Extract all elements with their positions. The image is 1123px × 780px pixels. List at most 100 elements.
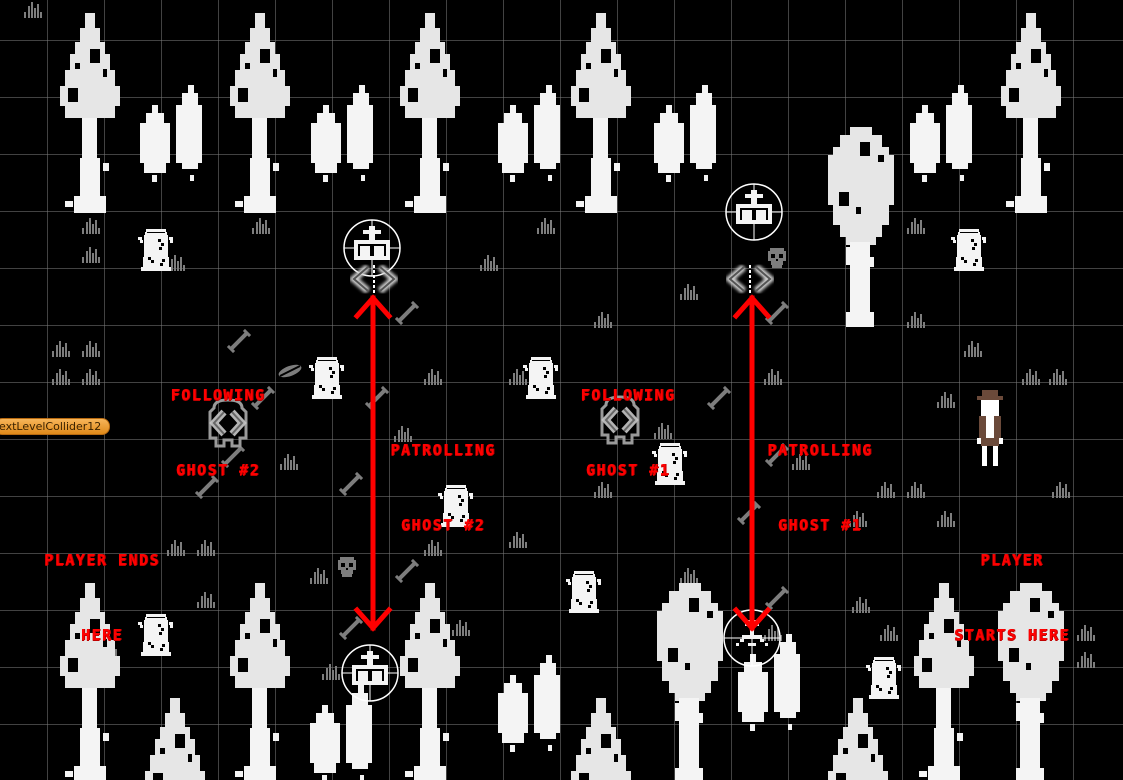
grass-tuft-icon (320, 662, 342, 680)
tombstone[interactable] (138, 614, 174, 656)
bone-icon (364, 385, 390, 411)
tombstone[interactable] (523, 357, 559, 399)
grass-tuft-icon (762, 367, 784, 385)
bush-pair[interactable] (309, 85, 387, 205)
bone-icon (226, 328, 252, 354)
grass-tuft-icon (450, 618, 472, 636)
bone-icon (764, 442, 790, 468)
bone-icon (706, 385, 732, 411)
pine-tree[interactable] (398, 583, 464, 780)
tombstone[interactable] (866, 657, 902, 699)
next-level-collider-tag[interactable]: extLevelCollider12 (0, 418, 111, 435)
grass-tuft-icon (507, 367, 529, 385)
bone-icon (736, 500, 762, 526)
grass-tuft-icon (1075, 650, 1097, 668)
grass-tuft-icon (935, 509, 957, 527)
patrol-ghost-2-path (353, 294, 393, 632)
bush-pair[interactable] (652, 85, 730, 205)
grass-tuft-icon (50, 367, 72, 385)
tombstone[interactable] (438, 485, 474, 527)
tombstone[interactable] (566, 571, 602, 613)
tombstone[interactable] (309, 357, 345, 399)
grass-tuft-icon (478, 253, 500, 271)
round-tree[interactable] (998, 583, 1064, 780)
pine-tree[interactable] (228, 13, 294, 213)
pine-tree[interactable] (58, 13, 124, 213)
grass-tuft-icon (905, 480, 927, 498)
bush-pair[interactable] (138, 85, 216, 205)
grass-tuft-icon (278, 452, 300, 470)
round-tree[interactable] (828, 127, 894, 327)
bone-icon (338, 615, 364, 641)
grass-tuft-icon (392, 424, 414, 442)
grass-tuft-icon (962, 339, 984, 357)
grass-tuft-icon (308, 566, 330, 584)
bone-icon (764, 300, 790, 326)
grass-tuft-icon (535, 216, 557, 234)
grass-tuft-icon (1075, 623, 1097, 641)
grass-tuft-icon (652, 421, 674, 439)
grass-tuft-icon (422, 367, 444, 385)
grass-tuft-icon (1020, 367, 1042, 385)
pine-tree[interactable] (569, 13, 635, 213)
grass-tuft-icon (935, 390, 957, 408)
grass-tuft-icon (850, 595, 872, 613)
pine-tree[interactable] (398, 13, 464, 213)
bush-pair[interactable] (308, 685, 386, 780)
grass-tuft-icon (80, 367, 102, 385)
grass-tuft-icon (50, 339, 72, 357)
grass-tuft-icon (195, 590, 217, 608)
pine-tree[interactable] (999, 13, 1065, 213)
grass-tuft-icon (80, 245, 102, 263)
patrol-ghost-gizmo-icon[interactable] (346, 261, 402, 297)
grass-tuft-icon (250, 216, 272, 234)
bone-icon (394, 300, 420, 326)
grass-tuft-icon (22, 0, 44, 18)
skull-icon (766, 248, 788, 270)
bush-pair[interactable] (736, 634, 814, 754)
grass-tuft-icon (878, 623, 900, 641)
pine-tree[interactable] (228, 583, 294, 780)
patrol-ghost-1-start[interactable] (724, 182, 784, 242)
grass-tuft-icon (875, 480, 897, 498)
player-character[interactable] (975, 390, 1005, 470)
label-following-ghost-1: FOLLOWING GHOST #1 (580, 386, 676, 479)
grass-tuft-icon (847, 509, 869, 527)
bush-pair[interactable] (496, 85, 574, 205)
grass-tuft-icon (1050, 480, 1072, 498)
tombstone[interactable] (652, 443, 688, 485)
bush-pair[interactable] (908, 85, 986, 205)
grass-tuft-icon (678, 566, 700, 584)
pine-tree[interactable] (912, 583, 978, 780)
pine-tree[interactable] (826, 698, 892, 780)
grass-tuft-icon (165, 538, 187, 556)
pine-tree[interactable] (569, 698, 635, 780)
grass-tuft-icon (507, 530, 529, 548)
grass-tuft-icon (80, 339, 102, 357)
patrol-ghost-2-start[interactable] (342, 218, 402, 278)
grass-tuft-icon (195, 538, 217, 556)
grass-tuft-icon (905, 310, 927, 328)
patrol-ghost-1-end[interactable] (722, 608, 782, 668)
following-ghost-1-marker[interactable] (592, 393, 648, 449)
grass-tuft-icon (592, 480, 614, 498)
following-ghost-2-marker[interactable] (200, 396, 256, 452)
pine-tree[interactable] (58, 583, 124, 780)
skull-icon (336, 557, 358, 579)
grass-tuft-icon (790, 452, 812, 470)
pine-tree[interactable] (143, 698, 209, 780)
grass-tuft-icon (422, 538, 444, 556)
label-following-ghost-2: FOLLOWING GHOST #2 (170, 386, 266, 479)
label-player-starts-here: PLAYER STARTS HERE (954, 551, 1070, 644)
grass-tuft-icon (678, 282, 700, 300)
round-tree[interactable] (657, 583, 723, 780)
bush-pair[interactable] (496, 655, 574, 775)
patrol-ghost-gizmo-icon[interactable] (722, 261, 778, 297)
patrol-ghost-1-path (732, 294, 772, 632)
patrol-ghost-2-end[interactable] (340, 643, 400, 703)
bone-icon (194, 474, 220, 500)
tombstone[interactable] (138, 229, 174, 271)
tombstone[interactable] (951, 229, 987, 271)
bone-icon (764, 585, 790, 611)
